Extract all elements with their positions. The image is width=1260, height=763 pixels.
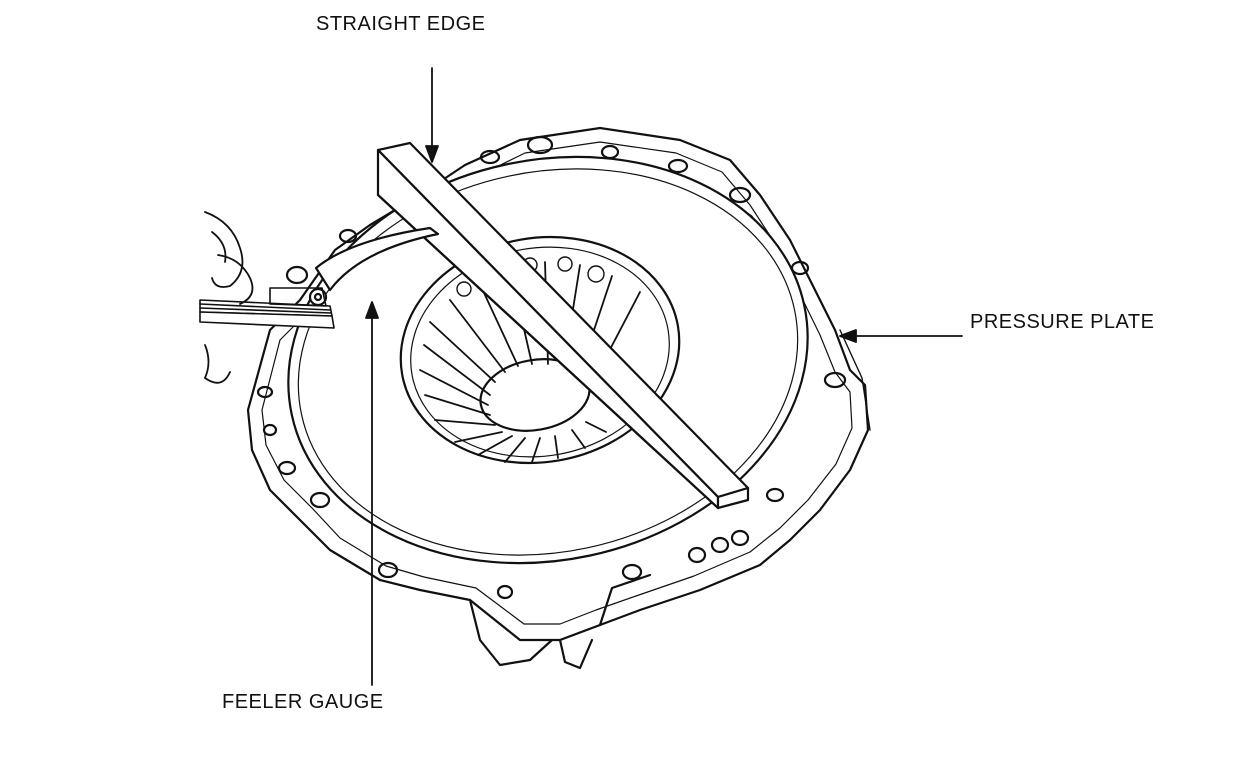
- label-straight-edge: STRAIGHT EDGE: [316, 13, 486, 35]
- hand: [204, 211, 254, 384]
- label-feeler-gauge: FEELER GAUGE: [222, 691, 384, 713]
- straight-edge-bar: [376, 141, 750, 510]
- leader-lines: [365, 67, 963, 686]
- feeler-gauge: [199, 226, 440, 329]
- label-pressure-plate: PRESSURE PLATE: [970, 311, 1155, 333]
